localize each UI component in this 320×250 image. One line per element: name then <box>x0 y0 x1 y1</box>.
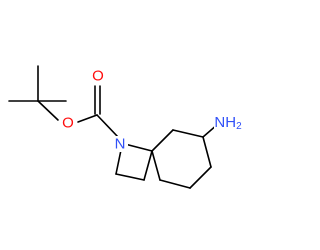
bond-azetidine-ch2-n <box>115 149 122 175</box>
ester-oxygen-label: O <box>62 115 74 132</box>
amine-subscript-two: 2 <box>236 121 242 132</box>
bond-azetidine-spiro-ch2 <box>143 150 153 181</box>
bond-azetidine-ch2-ch2 <box>115 173 145 181</box>
amine-hydrogen-text: H <box>225 114 236 131</box>
bond-cyclohexane-3 <box>202 136 212 168</box>
bond-cyclohexane-1 <box>151 129 174 152</box>
molecule-diagram: O O N NH2 <box>8 65 242 189</box>
bond-tbu-oxygen <box>37 100 59 121</box>
azetidine-nitrogen-label: N <box>115 136 126 153</box>
carbonyl-oxygen-label: O <box>92 68 104 85</box>
bond-cyclohexane-2 <box>172 129 204 138</box>
bond-cyclohexane-4 <box>189 166 212 189</box>
structure-canvas: O O N NH2 <box>8 65 243 189</box>
bond-cyclohexane-6 <box>151 150 161 181</box>
amine-group-label: NH2 <box>214 114 242 132</box>
bond-cyclohexane-5 <box>159 179 191 189</box>
amine-nitrogen-text: N <box>214 114 225 131</box>
bond-oxygen-carbonyl <box>77 114 98 123</box>
bond-azetidine-n-spiro <box>124 143 153 152</box>
bond-carbonyl-nitrogen <box>96 114 119 138</box>
